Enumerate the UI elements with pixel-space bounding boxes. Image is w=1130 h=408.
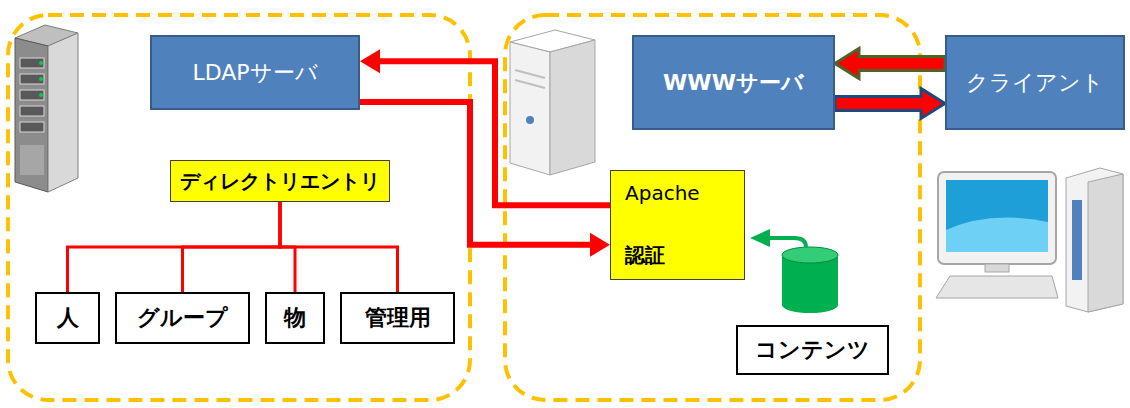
monitor-stand [985,264,1009,272]
connector [360,49,610,205]
drive-bay [20,74,44,84]
drive-bay [20,106,44,116]
node-label: 人 [57,303,79,333]
connector [360,102,610,257]
connector [835,88,945,118]
node-label: 物 [284,303,306,333]
status-light [39,77,43,81]
server-icon [15,25,78,192]
entry-box: 物 [265,292,325,344]
node-label: クライアント [966,68,1104,98]
data-arrowhead [750,229,770,247]
monitor [938,172,1056,264]
connector [68,202,281,292]
drive-bay [20,122,44,132]
server-icon [510,30,595,175]
content-box: コンテンツ [736,325,889,375]
keyboard [936,276,1058,298]
vent-panel [20,145,44,175]
auth-box: Apache 認証 [610,170,745,280]
power-button [526,116,534,124]
drive-bay [20,90,44,100]
connector [835,49,945,79]
region-outline [8,15,470,400]
node-label: Apache [625,181,700,205]
node-label: コンテンツ [755,335,870,365]
cylinder-top [782,247,838,263]
entry-box: グループ [115,292,250,344]
drive-slot [515,80,545,88]
client-box: クライアント [945,35,1125,130]
node-label: グループ [137,303,228,333]
monitor-screen [946,180,1048,252]
client-pc-icon [936,168,1123,312]
node-label: 認証 [625,242,665,269]
arrowhead [360,49,380,73]
status-light [39,61,43,65]
drive-bay [20,58,44,68]
drive-slot [515,70,545,78]
server-front [510,42,550,175]
connector-line [68,202,281,292]
node-label: ディレクトリエントリ [180,168,380,195]
server-box: LDAPサーバ [150,35,360,110]
arrowhead [590,233,610,257]
pc-tower-stripe [1072,200,1082,280]
screen-wave [946,218,1048,253]
node-label: 管理用 [365,303,431,333]
entry-box: 管理用 [340,292,455,344]
cylinder-bottom [782,297,838,313]
directory-box: ディレクトリエントリ [170,160,390,202]
connector-line [360,102,592,245]
server-front [15,38,48,192]
connector [280,202,398,292]
node-label: WWWサーバ [663,68,804,98]
status-light [39,93,43,97]
connector-line [280,202,398,292]
connector [183,202,281,292]
entry-box: 人 [35,292,100,344]
node-label: LDAPサーバ [192,58,317,88]
database-icon [782,247,838,313]
data-arrow [768,238,806,247]
server-box: WWWサーバ [632,35,835,130]
connector-line [378,61,610,205]
pc-tower-side [1088,174,1123,312]
server-side [550,40,595,175]
block-arrow [835,49,945,79]
connector-line [183,202,281,292]
block-arrow [835,88,945,118]
server-side [48,33,78,192]
pc-tower [1066,168,1123,312]
